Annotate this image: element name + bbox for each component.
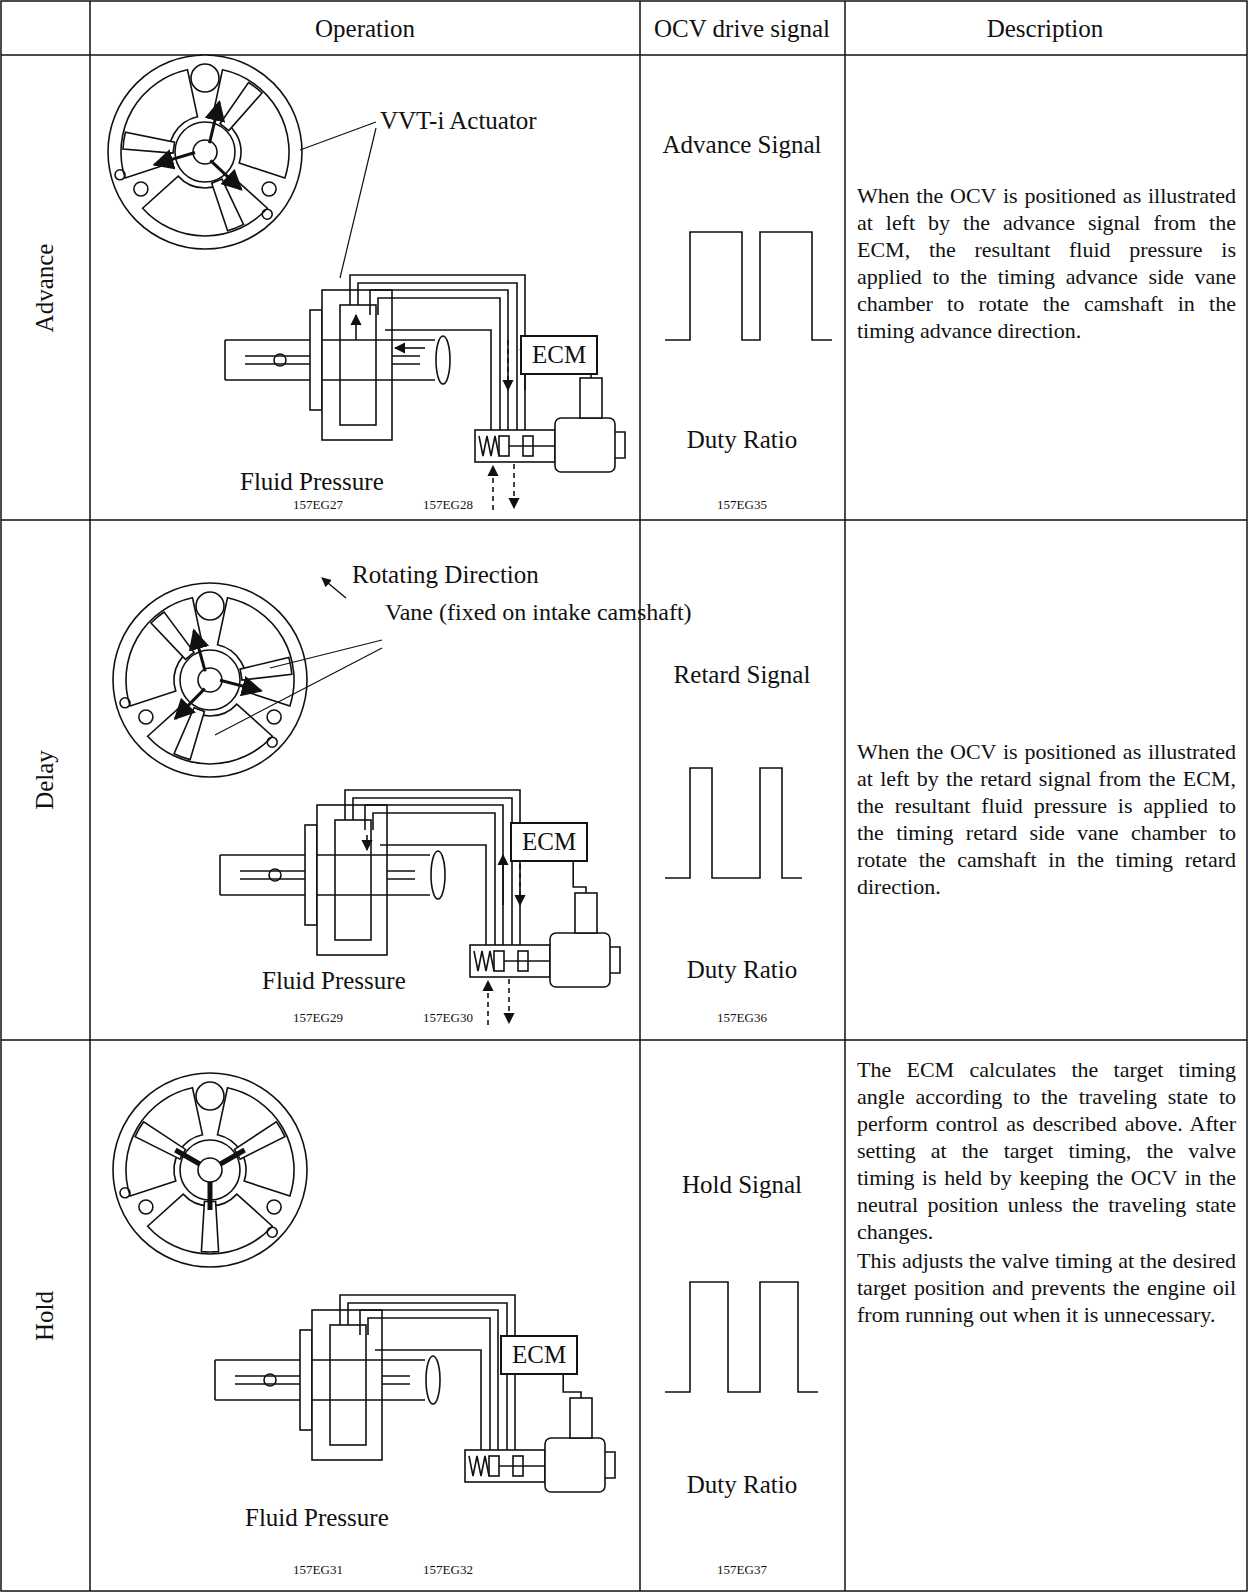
part-label: Retard Signal [674,660,811,690]
part-label: Fluid Pressure [245,1503,389,1533]
figure-code: 157EG37 [717,1562,767,1578]
part-label: Hold Signal [682,1170,802,1200]
description-text: The ECM calculates the target timing ang… [857,1056,1236,1245]
figure-code: 157EG27 [293,497,343,513]
figure-code: 157EG32 [423,1562,473,1578]
row-label: Advance [30,244,60,333]
part-label: Rotating Direction [352,560,539,590]
description-text: This adjusts the valve timing at the des… [857,1247,1236,1328]
duty-waveform [665,1282,818,1392]
vvt-actuator-view [113,1073,307,1267]
part-label: Vane (fixed on intake camshaft) [385,598,595,627]
row-label: Hold [30,1291,60,1341]
duty-waveform [665,232,832,340]
signal-wire [573,862,586,893]
box-text: ECM [522,828,576,855]
ocv-section [215,1295,615,1492]
header-cell: Operation [315,14,415,44]
box-text: ECM [532,341,586,368]
duty-waveform [665,768,802,878]
figure-code: 157EG35 [717,497,767,513]
part-label: Fluid Pressure [240,467,384,497]
part-label: Advance Signal [663,130,822,160]
ecm-box: ECM [510,822,588,862]
figure-code: 157EG29 [293,1010,343,1026]
ecm-box: ECM [520,335,598,375]
signal-wire [563,1375,581,1398]
part-label: Fluid Pressure [262,966,406,996]
part-label: Duty Ratio [687,425,797,455]
vvt-actuator-view [108,55,302,249]
vvt-actuator-view [113,583,307,777]
figure-code: 157EG28 [423,497,473,513]
box-text: ECM [512,1341,566,1368]
rotation-arrow [322,578,346,598]
ecm-box: ECM [500,1335,578,1375]
figure-code: 157EG31 [293,1562,343,1578]
description-text: When the OCV is positioned as illustrate… [857,738,1236,900]
header-cell: Description [987,14,1104,44]
ocv-section [220,790,620,1025]
row-label: Delay [30,750,60,810]
header-cell: OCV drive signal [654,14,830,44]
leader-line [215,640,382,735]
leader-line [300,122,376,278]
part-label: Duty Ratio [687,955,797,985]
part-label: VVT-i Actuator [380,106,537,136]
ocv-section [225,275,625,510]
part-label: Duty Ratio [687,1470,797,1500]
figure-code: 157EG30 [423,1010,473,1026]
description-text: When the OCV is positioned as illustrate… [857,182,1236,344]
figure-code: 157EG36 [717,1010,767,1026]
